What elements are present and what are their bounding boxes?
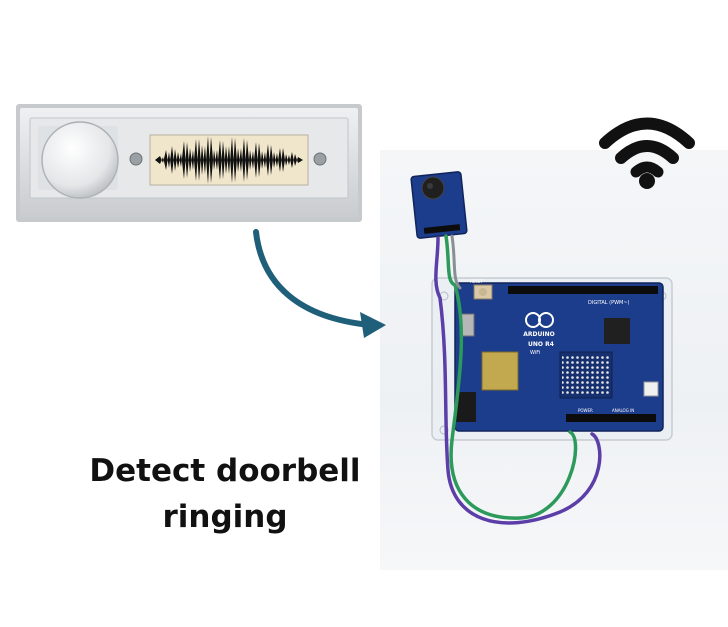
reset-cap xyxy=(479,288,487,296)
wire-gray xyxy=(450,234,462,290)
mic-highlight xyxy=(427,183,433,189)
digital-header xyxy=(508,286,658,294)
wifi-module xyxy=(481,351,519,391)
doorbell xyxy=(16,104,362,222)
caption-line-1: Detect doorbell xyxy=(89,453,361,489)
arduino-board: ARDUINO UNO R4 WiFi RESET DIGITAL (PWM~)… xyxy=(454,279,664,432)
model-label: UNO R4 xyxy=(528,341,554,348)
mcu-chip xyxy=(604,318,630,344)
wire-green xyxy=(444,234,578,520)
digital-label: DIGITAL (PWM~) xyxy=(588,300,630,306)
arrow-head xyxy=(360,312,386,338)
qwiic-connector xyxy=(643,381,659,397)
screw-right xyxy=(313,152,327,166)
mount-hole xyxy=(439,425,449,435)
arrow xyxy=(253,229,375,330)
sound-waveform xyxy=(155,136,303,184)
wifi-icon xyxy=(599,117,695,189)
wire-purple xyxy=(434,236,602,525)
variant-label: WiFi xyxy=(530,350,540,356)
microphone-capsule xyxy=(421,176,445,200)
mic-header-pins xyxy=(423,224,461,234)
analog-header xyxy=(566,414,656,422)
power-jack xyxy=(456,392,476,422)
screw-left xyxy=(129,152,143,166)
analog-label: ANALOG IN xyxy=(612,408,634,413)
led-matrix-dots xyxy=(562,354,610,396)
caption-line-2: ringing xyxy=(162,499,288,535)
reset-label: RESET xyxy=(470,279,483,284)
doorbell-button xyxy=(41,121,119,199)
logo-infinity-right xyxy=(538,312,554,328)
brand-label: ARDUINO xyxy=(523,331,554,338)
power-label: POWER xyxy=(578,408,593,413)
caption: Detect doorbell ringing xyxy=(60,448,390,540)
microphone-module xyxy=(410,171,468,239)
